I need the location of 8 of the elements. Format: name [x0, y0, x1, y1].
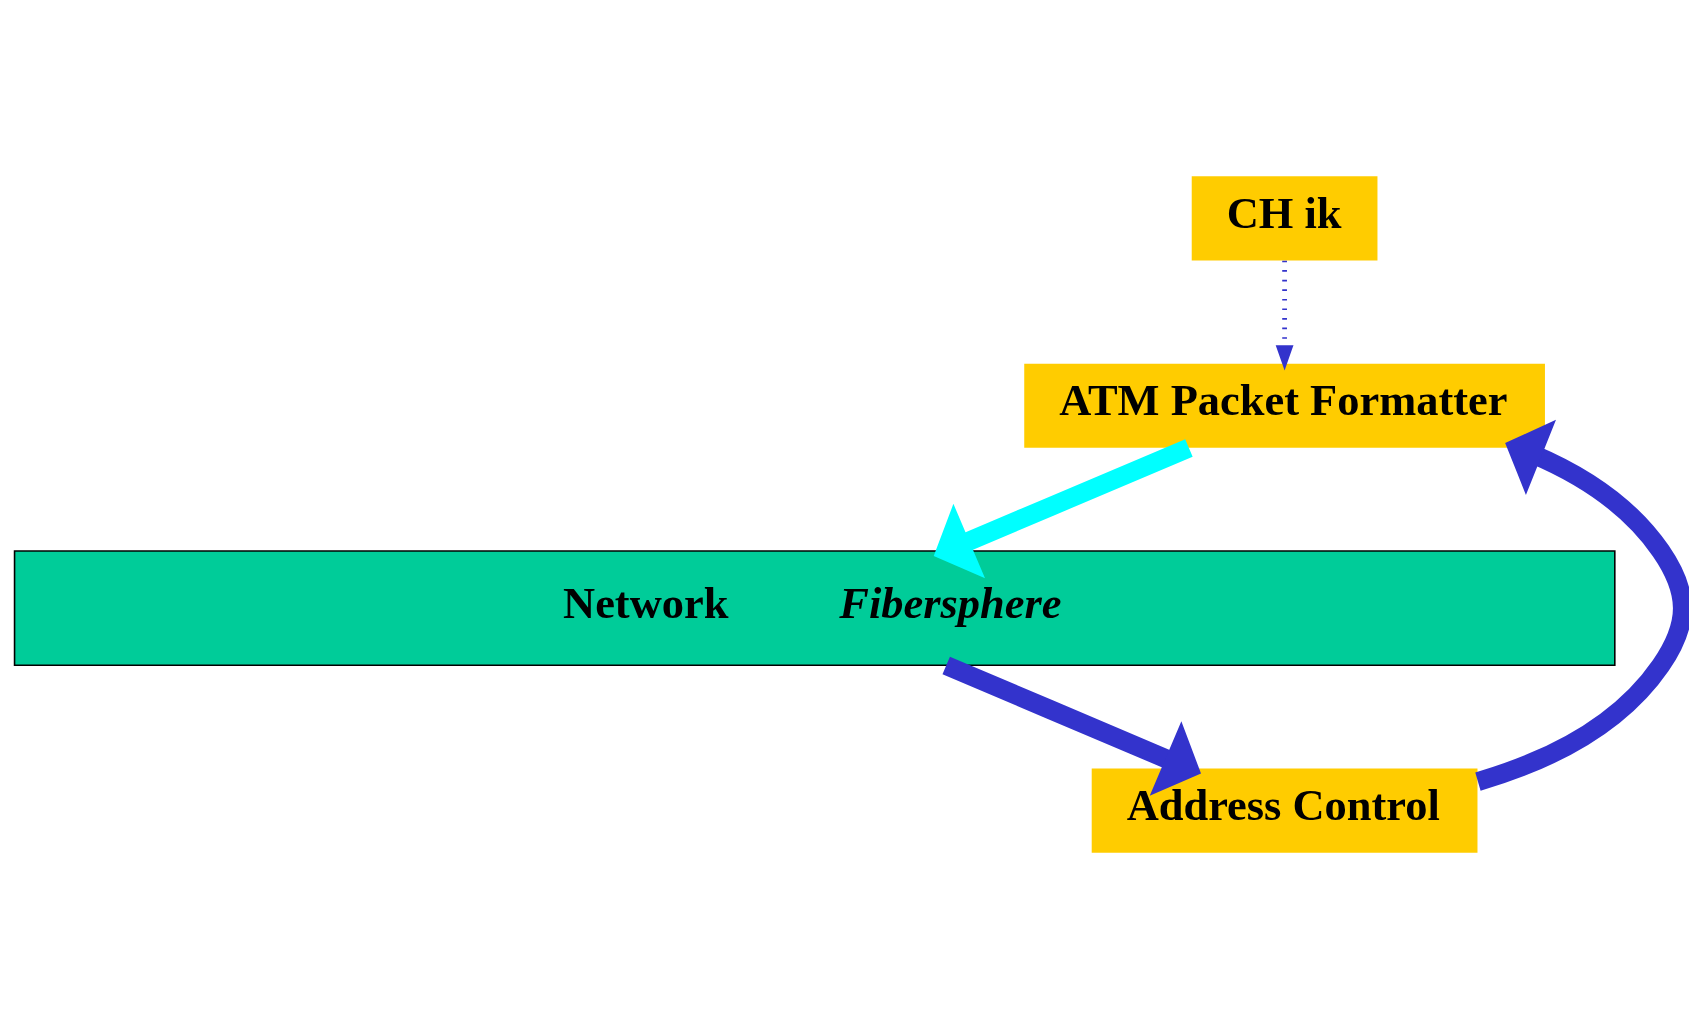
- node-box: Network Fibersphere: [13, 550, 1616, 667]
- arrow: [1275, 260, 1294, 371]
- node-box: CH ik: [1191, 176, 1378, 261]
- arrow: [1475, 419, 1689, 791]
- node-box: Address Control: [1091, 768, 1478, 853]
- arrow: [942, 656, 1201, 796]
- arrow: [933, 439, 1193, 579]
- node-box: ATM Packet Formatter: [1024, 363, 1545, 448]
